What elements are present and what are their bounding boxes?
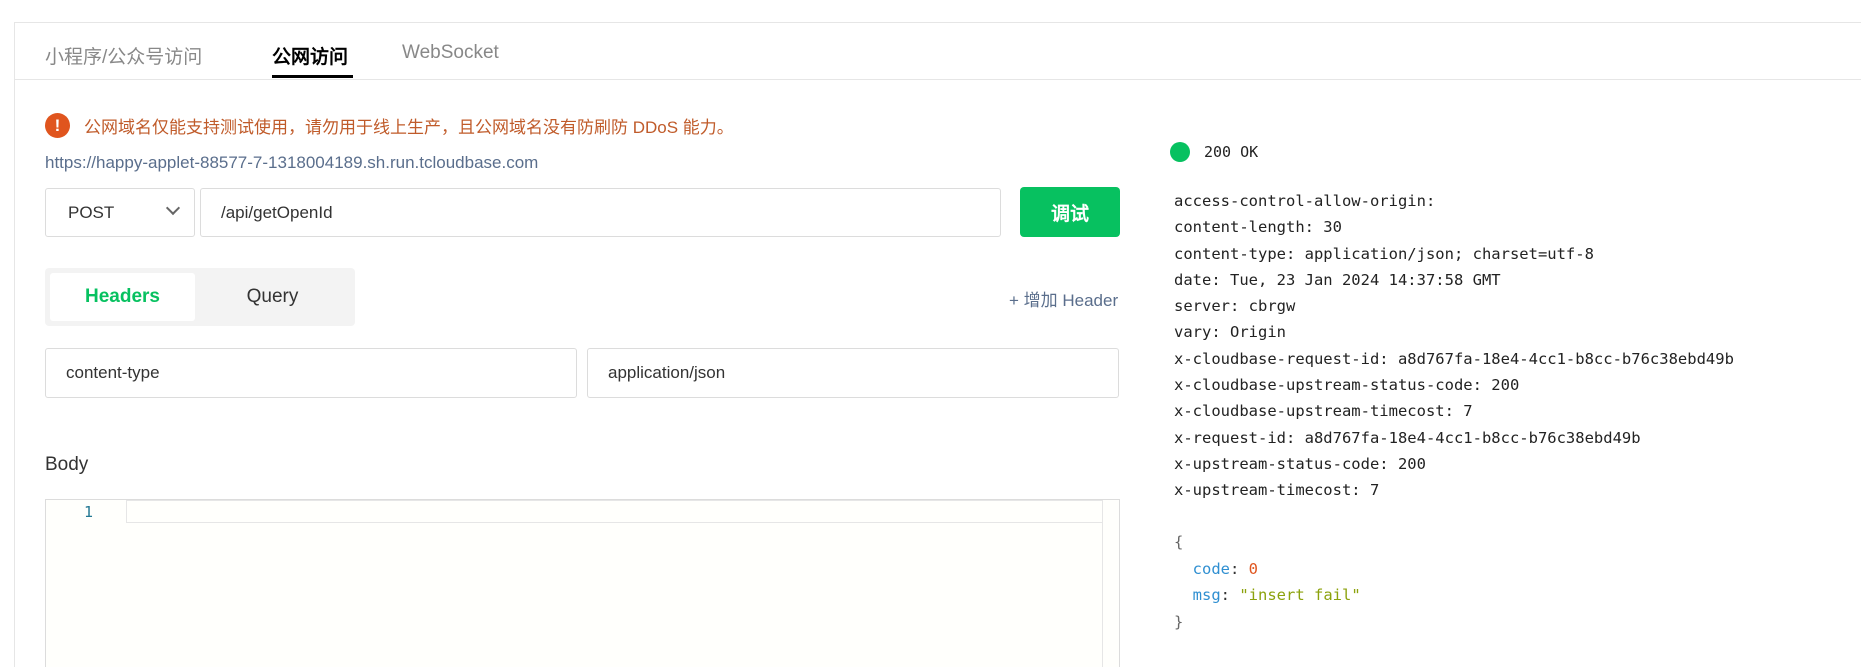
response-header-line: x-cloudbase-upstream-status-code: 200 [1174, 376, 1520, 395]
response-header-line: x-cloudbase-upstream-timecost: 7 [1174, 402, 1473, 421]
method-select[interactable]: POST [45, 188, 195, 237]
path-value: /api/getOpenId [221, 202, 333, 222]
method-value: POST [68, 202, 115, 222]
path-input[interactable]: /api/getOpenId [200, 188, 1001, 237]
json-key: code [1192, 559, 1230, 578]
tab-headers[interactable]: Headers [50, 273, 195, 321]
line-gutter: 1 [46, 500, 126, 667]
response-header-line: access-control-allow-origin: [1174, 192, 1436, 210]
tab-websocket[interactable]: WebSocket [402, 42, 499, 63]
header-value-input[interactable]: application/json [587, 348, 1119, 398]
response-header-line: x-request-id: a8d767fa-18e4-4cc1-b8cc-b7… [1174, 428, 1641, 447]
json-line-code: code: 0 [1192, 559, 1259, 578]
base-url[interactable]: https://happy-applet-88577-7-1318004189.… [45, 153, 539, 172]
warning-text: 公网域名仅能支持测试使用，请勿用于线上生产，且公网域名没有防刷防 DDoS 能力… [84, 118, 734, 137]
param-tabs: Headers Query [45, 268, 355, 326]
editor-scrollbar[interactable] [1102, 500, 1119, 667]
response-header-line: x-upstream-status-code: 200 [1174, 454, 1426, 473]
line-number: 1 [84, 503, 94, 521]
json-key: msg [1192, 586, 1221, 604]
tab-public-access[interactable]: 公网访问 [272, 47, 349, 68]
tab-miniprogram-access[interactable]: 小程序/公众号访问 [45, 47, 203, 68]
header-key-value: content-type [66, 363, 160, 382]
warning-notice: ! 公网域名仅能支持测试使用，请勿用于线上生产，且公网域名没有防刷防 DDoS … [45, 113, 734, 138]
header-value-value: application/json [608, 363, 726, 382]
current-line-highlight [126, 500, 1103, 523]
add-header-button[interactable]: + 增加 Header [1009, 291, 1119, 310]
header-key-input[interactable]: content-type [45, 348, 577, 398]
response-header-line: x-upstream-timecost: 7 [1174, 481, 1380, 500]
body-editor[interactable]: 1 [45, 499, 1120, 667]
json-close-brace: } [1174, 612, 1184, 631]
body-label: Body [45, 454, 89, 475]
json-line-msg: msg: "insert fail" [1192, 586, 1361, 604]
status-dot-icon [1170, 142, 1190, 162]
response-header-line: vary: Origin [1174, 323, 1286, 342]
response-header-line: x-cloudbase-request-id: a8d767fa-18e4-4c… [1174, 349, 1734, 368]
status-text: 200 OK [1204, 143, 1259, 161]
debug-button[interactable]: 调试 [1020, 187, 1120, 237]
response-header-line: server: cbrgw [1174, 297, 1296, 316]
chevron-down-icon [165, 200, 181, 216]
exclamation-icon: ! [45, 113, 70, 138]
tab-bar: 小程序/公众号访问 公网访问 WebSocket [14, 22, 1861, 80]
response-body: { code: 0 msg: "insert fail" } [1174, 529, 1361, 635]
response-status: 200 OK [1170, 142, 1258, 162]
active-tab-indicator [272, 75, 353, 78]
json-string: "insert fail" [1239, 586, 1361, 604]
response-header-line: date: Tue, 23 Jan 2024 14:37:58 GMT [1174, 270, 1501, 289]
response-headers: access-control-allow-origin: content-len… [1174, 188, 1734, 504]
json-number: 0 [1248, 559, 1259, 578]
response-header-line: content-length: 30 [1174, 218, 1342, 237]
response-header-line: content-type: application/json; charset=… [1174, 244, 1594, 263]
tab-query[interactable]: Query [246, 286, 299, 307]
json-open-brace: { [1174, 533, 1184, 551]
